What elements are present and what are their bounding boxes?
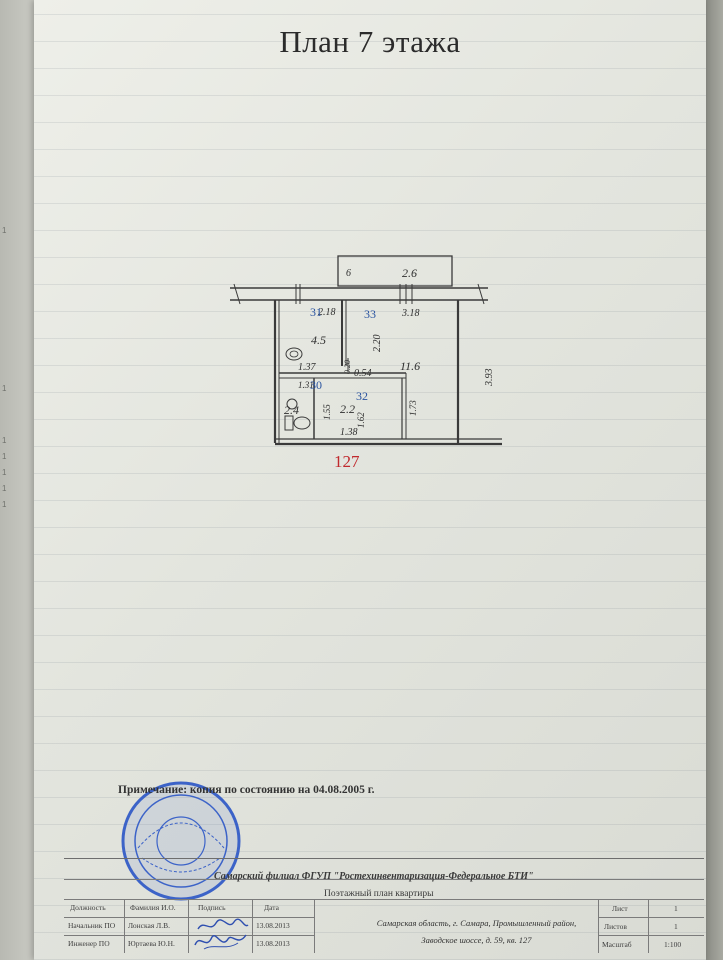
divider [64, 879, 704, 880]
dimension-label: 0.54 [354, 368, 372, 379]
sheets-value: 1 [674, 922, 678, 931]
dimension-label: 3.93 [484, 369, 495, 388]
dimension-label: 0.20 [343, 360, 352, 374]
header-signature: Подпись [198, 903, 226, 912]
scale-label: Масштаб [602, 940, 632, 949]
room-number: 30 [310, 378, 322, 392]
document-sheet: План 7 этажа [34, 0, 706, 960]
edge-fragment: 1 [2, 468, 7, 477]
break-mark [477, 283, 485, 305]
divider [188, 899, 189, 953]
room-number: 33 [364, 307, 376, 321]
row-name: Юртаева Ю.Н. [128, 939, 175, 948]
room-area: 4.5 [311, 333, 326, 347]
floor-plan-drawing: 6 2.6 2.18 3.18 4.5 1.37 0.54 11.6 1.31 … [230, 255, 502, 446]
divider [64, 935, 314, 936]
row-position: Инженер ПО [68, 939, 110, 948]
toilet-tank-icon [284, 415, 294, 431]
row-position: Начальник ПО [68, 921, 116, 930]
basin-icon [286, 398, 298, 410]
room-number: 31 [310, 305, 322, 319]
signature-2 [194, 934, 247, 950]
title-block: Самарский филиал ФГУП "Ростехинвентариза… [64, 858, 704, 953]
sink-icon [289, 350, 299, 358]
divider [314, 899, 315, 953]
balcony-outline [337, 255, 453, 287]
dimension-label: 1.62 [356, 412, 366, 428]
copy-note: Примечание: копия по состоянию на 04.08.… [118, 784, 375, 796]
page-title: План 7 этажа [279, 24, 461, 59]
edge-fragment: 1 [2, 384, 7, 393]
edge-fragment: 1 [2, 484, 7, 493]
edge-fragment: 1 [2, 500, 7, 509]
divider [64, 899, 704, 900]
divider [598, 917, 704, 918]
dimension-label: 1.37 [298, 362, 317, 373]
document-name: Поэтажный план квартиры [324, 889, 434, 899]
apartment-number: 127 [334, 452, 360, 471]
dimension-label: 1.55 [322, 404, 332, 420]
balcony-area: 2.6 [402, 266, 417, 280]
divider [598, 935, 704, 936]
header-position: Должность [70, 903, 106, 912]
edge-fragment: 1 [2, 452, 7, 461]
header-name: Фамилия И.О. [130, 903, 176, 912]
row-name: Лонская Л.В. [128, 921, 171, 930]
divider [648, 899, 649, 953]
dimension-label: 1.38 [340, 427, 358, 438]
dimension-label: 2.20 [372, 335, 383, 353]
floor-plan: 6 2.6 2.18 3.18 4.5 1.37 0.54 11.6 1.31 … [230, 248, 510, 463]
divider [252, 899, 253, 953]
divider [124, 899, 125, 953]
dimension-label: 3.18 [401, 308, 420, 319]
row-date: 13.08.2013 [256, 939, 290, 948]
edge-fragment: 1 [2, 226, 7, 235]
dimension-label: 2.18 [318, 307, 336, 318]
divider [598, 899, 599, 953]
room-number: 32 [356, 389, 368, 403]
row-date: 13.08.2013 [256, 921, 290, 930]
divider [64, 917, 314, 918]
toilet-icon [293, 416, 311, 430]
scale-value: 1:100 [664, 940, 682, 949]
balcony-number: 6 [346, 268, 351, 279]
edge-fragment: 1 [2, 436, 7, 445]
signature-1 [197, 918, 249, 930]
dimension-label: 1.31 [298, 380, 314, 390]
sheet-value: 1 [674, 904, 678, 913]
room-area: 2.4 [284, 403, 299, 417]
room-area: 2.2 [340, 402, 355, 416]
sheets-label: Листов [604, 922, 627, 931]
room-area: 11.6 [400, 359, 420, 373]
sheet-label: Лист [612, 904, 628, 913]
sink-icon [285, 347, 303, 361]
address: Самарская область, г. Самара, Промышленн… [376, 918, 577, 945]
organization-name: Самарский филиал ФГУП "Ростехинвентариза… [214, 871, 534, 882]
dimension-label: 1.73 [408, 400, 418, 416]
break-mark [233, 283, 241, 305]
header-date: Дата [264, 903, 279, 912]
